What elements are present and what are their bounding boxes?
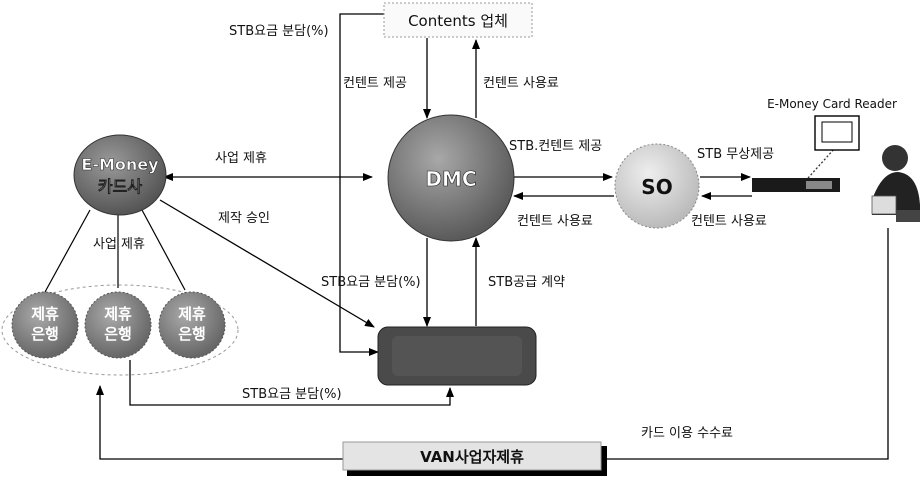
card-reader-label: E-Money Card Reader bbox=[767, 97, 897, 111]
so-node bbox=[614, 143, 700, 229]
edge-emoney-bank1 bbox=[44, 209, 91, 293]
edge-emoney-bank3 bbox=[141, 209, 186, 291]
bank2-label-line2: 은행 bbox=[104, 325, 132, 343]
edge-production-approval bbox=[159, 199, 375, 328]
label-content-fee-up: 컨텐트 사용료 bbox=[483, 76, 559, 91]
label-stb-free: STB 무상제공 bbox=[697, 147, 774, 162]
contents-label: Contents 업체 bbox=[408, 12, 508, 30]
label-stb-content-supply: STB.컨텐트 제공 bbox=[509, 139, 602, 154]
bank3-label-line1: 제휴 bbox=[178, 305, 206, 323]
edge-van-to-emoney bbox=[96, 385, 343, 460]
van-label: VAN사업자제휴 bbox=[420, 448, 524, 466]
label-content-fee-so: 컨텐트 사용료 bbox=[691, 214, 767, 229]
emoney-node bbox=[73, 134, 167, 216]
label-stb-share-bottom: STB요금 분담(%) bbox=[242, 387, 342, 402]
label-stb-supply-contract: STB공급 계약 bbox=[488, 275, 565, 290]
emoney-label-line1: E-Money bbox=[81, 155, 159, 174]
bank-node-3: 제휴 은행 bbox=[158, 291, 226, 359]
dmc-label: DMC bbox=[425, 167, 476, 191]
label-production-approval: 제작 승인 bbox=[218, 211, 270, 226]
bank3-label-line2: 은행 bbox=[178, 325, 206, 343]
reader-connector bbox=[807, 147, 836, 179]
settop-detail bbox=[806, 181, 832, 189]
bank2-label-line1: 제휴 bbox=[104, 305, 132, 323]
stb-maker-texture bbox=[392, 336, 522, 376]
emoney-label-line2: 카드사 bbox=[98, 177, 142, 196]
edge-card-fee bbox=[603, 228, 889, 460]
label-card-fee: 카드 이용 수수료 bbox=[641, 426, 733, 441]
person-icon bbox=[871, 145, 920, 222]
dmc-node bbox=[387, 114, 515, 242]
label-business-partner: 사업 제휴 bbox=[215, 151, 267, 166]
bank-node-2: 제휴 은행 bbox=[84, 291, 152, 359]
so-label: SO bbox=[641, 175, 672, 199]
bank1-label-line2: 은행 bbox=[31, 325, 59, 343]
bank-group bbox=[1, 284, 239, 376]
card-reader-icon bbox=[814, 115, 860, 151]
bank-node-1: 제휴 은행 bbox=[11, 291, 79, 359]
edge-stb-share-top bbox=[339, 13, 388, 356]
label-stb-share-top: STB요금 분담(%) bbox=[229, 24, 329, 39]
edge-stb-share-bottom bbox=[129, 360, 454, 406]
van-node bbox=[342, 441, 602, 471]
label-business-partner-banks: 사업 제휴 bbox=[93, 237, 145, 252]
label-content-supply: 컨텐트 제공 bbox=[343, 76, 407, 91]
label-stb-share-mid: STB요금 분담(%) bbox=[321, 275, 421, 290]
contents-node bbox=[383, 2, 533, 38]
bank1-label-line1: 제휴 bbox=[31, 305, 59, 323]
label-content-fee-dmc: 컨텐트 사용료 bbox=[517, 214, 593, 229]
